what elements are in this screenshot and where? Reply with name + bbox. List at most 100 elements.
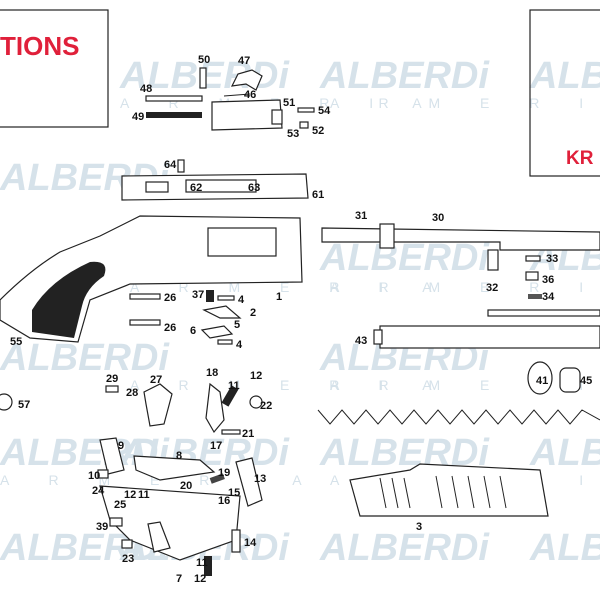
part-number: 7 bbox=[176, 573, 182, 585]
part-number: 54 bbox=[318, 105, 331, 117]
part-number: 10 bbox=[88, 470, 100, 482]
part-number: 39 bbox=[96, 521, 108, 533]
part-pin bbox=[145, 95, 203, 102]
part-spring bbox=[146, 112, 202, 118]
part-number: 51 bbox=[283, 97, 295, 109]
part-number: 47 bbox=[238, 55, 250, 67]
part-pin bbox=[105, 385, 119, 393]
part-number: 26 bbox=[164, 292, 176, 304]
part-number: 36 bbox=[542, 274, 554, 286]
part-rod bbox=[487, 309, 600, 317]
part-pin bbox=[129, 293, 161, 300]
part-number: 22 bbox=[260, 400, 272, 412]
part-forend bbox=[349, 463, 549, 517]
part-number: 52 bbox=[312, 125, 324, 137]
part-number: 21 bbox=[242, 428, 254, 440]
part-number: 41 bbox=[536, 375, 548, 387]
part-detail bbox=[145, 181, 169, 193]
part-number: 55 bbox=[10, 336, 22, 348]
part-number: 11 bbox=[138, 489, 150, 501]
part-pin bbox=[221, 429, 241, 435]
watermark-logo: ALBERDi bbox=[319, 237, 490, 279]
part-number: 49 bbox=[132, 111, 144, 123]
part-ejection-port bbox=[207, 227, 277, 257]
part-number: 11 bbox=[196, 557, 208, 569]
part-number: 4 bbox=[236, 339, 243, 351]
part-hammer bbox=[230, 69, 263, 91]
watermark-text: A R M E R I A bbox=[330, 95, 600, 111]
part-number: 61 bbox=[312, 189, 324, 201]
part-number: 3 bbox=[416, 521, 422, 533]
part-number: 26 bbox=[164, 322, 176, 334]
part-number: 9 bbox=[118, 440, 124, 452]
part-spring bbox=[221, 385, 239, 407]
part-number: 48 bbox=[140, 83, 152, 95]
forend-grooves bbox=[379, 475, 507, 509]
part-magazine-spring bbox=[317, 409, 600, 425]
part-pin bbox=[177, 159, 185, 173]
part-number: 16 bbox=[218, 495, 230, 507]
part-number: 34 bbox=[542, 291, 555, 303]
part-number: 12 bbox=[250, 370, 262, 382]
part-barrel-band bbox=[379, 223, 395, 249]
watermark-logo: ALBERDi bbox=[529, 527, 600, 569]
part-magazine-cap bbox=[559, 367, 581, 393]
part-pin bbox=[97, 469, 109, 479]
part-pin bbox=[525, 255, 541, 262]
part-latch bbox=[200, 325, 234, 339]
part-lever bbox=[99, 437, 125, 475]
watermark-text: A R M E R I A bbox=[130, 377, 450, 393]
part-pin bbox=[299, 121, 309, 129]
part-sling-swivel bbox=[527, 361, 553, 395]
part-magazine-tube bbox=[379, 325, 600, 349]
watermark-text: A R M E R I A bbox=[330, 279, 600, 295]
part-number: 53 bbox=[287, 128, 299, 140]
part-number: 32 bbox=[486, 282, 498, 294]
watermark-logo: ALBERDi bbox=[319, 527, 490, 569]
part-number: 33 bbox=[546, 253, 558, 265]
brand-title: KR bbox=[566, 148, 594, 169]
part-number: 57 bbox=[18, 399, 30, 411]
part-pin bbox=[217, 295, 235, 301]
watermark-text: A R M E R I A bbox=[0, 472, 320, 488]
part-number: 37 bbox=[192, 289, 204, 301]
part-trigger-lever bbox=[133, 455, 216, 481]
header-left-box: TIONS bbox=[0, 9, 109, 128]
watermark-logo: ALBERDi bbox=[529, 55, 600, 97]
part-spring bbox=[206, 290, 214, 302]
part-number: 63 bbox=[248, 182, 260, 194]
page-title: TIONS bbox=[0, 31, 79, 61]
part-spring bbox=[209, 473, 225, 484]
part-number: 31 bbox=[355, 210, 367, 222]
part-number: 4 bbox=[238, 294, 245, 306]
part-pin bbox=[129, 319, 161, 326]
part-number: 43 bbox=[355, 335, 367, 347]
part-labels: 50 47 48 49 46 51 54 52 53 64 62 63 61 3… bbox=[10, 54, 592, 585]
part-latch bbox=[202, 305, 242, 319]
watermark-logo: ALBERDi bbox=[0, 337, 170, 379]
part-number: 13 bbox=[254, 473, 266, 485]
part-number: 45 bbox=[580, 375, 592, 387]
part-bolt bbox=[271, 109, 283, 125]
part-pin bbox=[199, 67, 207, 89]
part-hammer-strut bbox=[235, 457, 263, 507]
part-number: 19 bbox=[218, 467, 230, 479]
part-pin bbox=[297, 107, 315, 113]
part-number: 14 bbox=[244, 537, 257, 549]
part-number: 1 bbox=[276, 291, 282, 303]
part-number: 2 bbox=[250, 307, 256, 319]
part-pin bbox=[109, 517, 123, 527]
part-tube-cap bbox=[373, 329, 383, 345]
part-sight bbox=[487, 249, 499, 271]
part-detent bbox=[525, 271, 539, 281]
part-number: 12 bbox=[194, 573, 206, 585]
part-spring bbox=[528, 294, 542, 299]
part-number: 23 bbox=[122, 553, 134, 565]
header-right-box: KR bbox=[529, 9, 600, 177]
part-recoil-pad-screw bbox=[0, 393, 13, 411]
part-number: 50 bbox=[198, 54, 210, 66]
part-number: 12 bbox=[124, 489, 136, 501]
part-number: 20 bbox=[180, 480, 192, 492]
